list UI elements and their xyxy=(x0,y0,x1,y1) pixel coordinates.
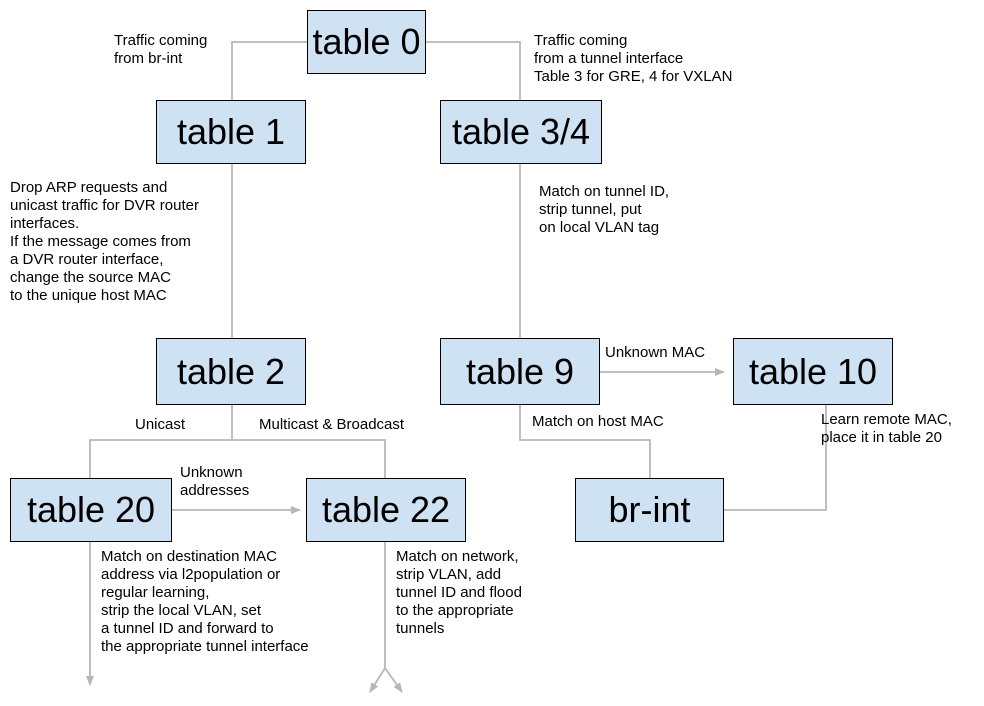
edge-table0-table1 xyxy=(231,41,307,100)
label-unknown-mac: Unknown MAC xyxy=(605,344,706,361)
node-table-22: table 22 xyxy=(306,478,466,542)
note-table22-description: Match on network, strip VLAN, add tunnel… xyxy=(396,548,522,637)
note-from-tunnel: Traffic coming from a tunnel interface T… xyxy=(534,32,733,85)
node-table-3-4: table 3/4 xyxy=(440,100,602,164)
node-table-20: table 20 xyxy=(10,478,172,542)
label-unicast: Unicast xyxy=(135,416,186,433)
note-learn-remote-mac: Learn remote MAC, place it in table 20 xyxy=(821,411,952,446)
label-multicast-broadcast: Multicast & Broadcast xyxy=(259,416,405,433)
note-table20-description: Match on destination MAC address via l2p… xyxy=(101,548,309,655)
edge-table22-flood-right xyxy=(384,667,403,693)
node-table-1: table 1 xyxy=(156,100,306,164)
label-match-host-mac: Match on host MAC xyxy=(532,413,664,430)
edge-table10-brint xyxy=(724,405,827,511)
node-table-9: table 9 xyxy=(440,338,600,405)
edge-table2-table22 xyxy=(232,439,386,478)
edge-table2-table20 xyxy=(89,439,232,478)
edge-table22-flood-left xyxy=(369,667,386,693)
note-table34-description: Match on tunnel ID, strip tunnel, put on… xyxy=(539,183,670,236)
note-from-br-int: Traffic coming from br-int xyxy=(114,32,208,67)
label-unknown-addresses: Unknown addresses xyxy=(180,464,250,499)
edge-table0-table34 xyxy=(426,41,521,100)
node-table-2: table 2 xyxy=(156,338,306,405)
node-table-0: table 0 xyxy=(307,10,426,74)
edge-table9-brint xyxy=(519,405,651,478)
node-br-int: br-int xyxy=(575,478,724,542)
node-table-10: table 10 xyxy=(733,338,893,405)
note-table1-description: Drop ARP requests and unicast traffic fo… xyxy=(10,179,199,304)
